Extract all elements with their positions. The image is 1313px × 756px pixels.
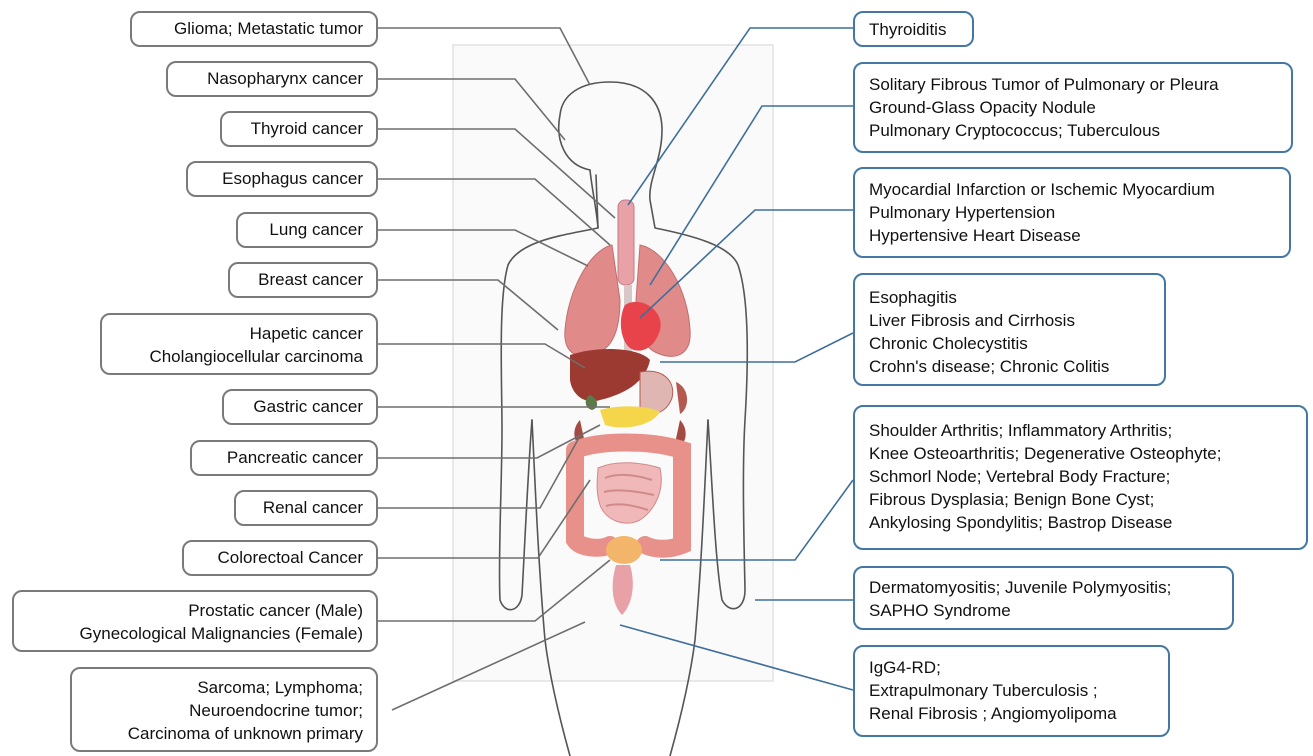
label-text: Neuroendocrine tumor;	[82, 699, 363, 722]
label-text: Nasopharynx cancer	[178, 67, 363, 90]
label-renal-cancer: Renal cancer	[234, 490, 378, 526]
label-text: Renal Fibrosis ; Angiomyolipoma	[869, 702, 1154, 725]
label-hepatic-cancer: Hapetic cancer Cholangiocellular carcino…	[100, 313, 378, 375]
label-thyroiditis: Thyroiditis	[853, 11, 974, 47]
label-text: Hapetic cancer	[112, 322, 363, 345]
label-text: Esophagus cancer	[198, 167, 363, 190]
label-sarcoma: Sarcoma; Lymphoma; Neuroendocrine tumor;…	[70, 667, 378, 752]
label-text: Solitary Fibrous Tumor of Pulmonary or P…	[869, 73, 1277, 96]
label-cardiac-diseases: Myocardial Infarction or Ischemic Myocar…	[853, 167, 1291, 258]
label-text: Pancreatic cancer	[202, 446, 363, 469]
label-text: Hypertensive Heart Disease	[869, 224, 1275, 247]
label-text: Chronic Cholecystitis	[869, 332, 1150, 355]
label-nasopharynx: Nasopharynx cancer	[166, 61, 378, 97]
label-gi-diseases: Esophagitis Liver Fibrosis and Cirrhosis…	[853, 273, 1166, 386]
label-text: Schmorl Node; Vertebral Body Fracture;	[869, 465, 1292, 488]
label-text: Myocardial Infarction or Ischemic Myocar…	[869, 178, 1275, 201]
label-text: Carcinoma of unknown primary	[82, 722, 363, 745]
label-text: Pulmonary Cryptococcus; Tuberculous	[869, 119, 1277, 142]
label-bone-joint-diseases: Shoulder Arthritis; Inflammatory Arthrit…	[853, 405, 1308, 550]
label-text: Knee Osteoarthritis; Degenerative Osteop…	[869, 442, 1292, 465]
label-text: Breast cancer	[240, 268, 363, 291]
label-text: Dermatomyositis; Juvenile Polymyositis;	[869, 576, 1218, 599]
label-text: Sarcoma; Lymphoma;	[82, 676, 363, 699]
label-text: Ankylosing Spondylitis; Bastrop Disease	[869, 511, 1292, 534]
label-text: Cholangiocellular carcinoma	[112, 345, 363, 368]
label-text: Thyroiditis	[869, 18, 958, 41]
label-igg4-diseases: IgG4-RD; Extrapulmonary Tuberculosis ; R…	[853, 645, 1170, 737]
label-text: Gastric cancer	[234, 395, 363, 418]
label-prostatic-cancer: Prostatic cancer (Male) Gynecological Ma…	[12, 590, 378, 652]
label-text: Thyroid cancer	[232, 117, 363, 140]
label-text: Esophagitis	[869, 286, 1150, 309]
label-esophagus-cancer: Esophagus cancer	[186, 161, 378, 197]
label-text: Colorectoal Cancer	[194, 546, 363, 569]
label-text: Lung cancer	[248, 218, 363, 241]
label-thyroid-cancer: Thyroid cancer	[220, 111, 378, 147]
label-text: Prostatic cancer (Male)	[24, 599, 363, 622]
label-text: Gynecological Malignancies (Female)	[24, 622, 363, 645]
label-text: Ground-Glass Opacity Nodule	[869, 96, 1277, 119]
label-text: Liver Fibrosis and Cirrhosis	[869, 309, 1150, 332]
label-pancreatic-cancer: Pancreatic cancer	[190, 440, 378, 476]
label-text: Crohn's disease; Chronic Colitis	[869, 355, 1150, 378]
label-colorectal-cancer: Colorectoal Cancer	[182, 540, 378, 576]
label-text: Renal cancer	[246, 496, 363, 519]
label-text: IgG4-RD;	[869, 656, 1154, 679]
label-text: SAPHO Syndrome	[869, 599, 1218, 622]
label-text: Shoulder Arthritis; Inflammatory Arthrit…	[869, 419, 1292, 442]
label-pulmonary-diseases: Solitary Fibrous Tumor of Pulmonary or P…	[853, 62, 1293, 153]
label-text: Glioma; Metastatic tumor	[142, 17, 363, 40]
label-gastric-cancer: Gastric cancer	[222, 389, 378, 425]
label-text: Fibrous Dysplasia; Benign Bone Cyst;	[869, 488, 1292, 511]
label-muscle-diseases: Dermatomyositis; Juvenile Polymyositis; …	[853, 566, 1234, 630]
label-text: Extrapulmonary Tuberculosis ;	[869, 679, 1154, 702]
label-breast-cancer: Breast cancer	[228, 262, 378, 298]
label-glioma: Glioma; Metastatic tumor	[130, 11, 378, 47]
bladder	[606, 536, 642, 564]
label-lung-cancer: Lung cancer	[236, 212, 378, 248]
label-text: Pulmonary Hypertension	[869, 201, 1275, 224]
trachea	[618, 200, 634, 285]
